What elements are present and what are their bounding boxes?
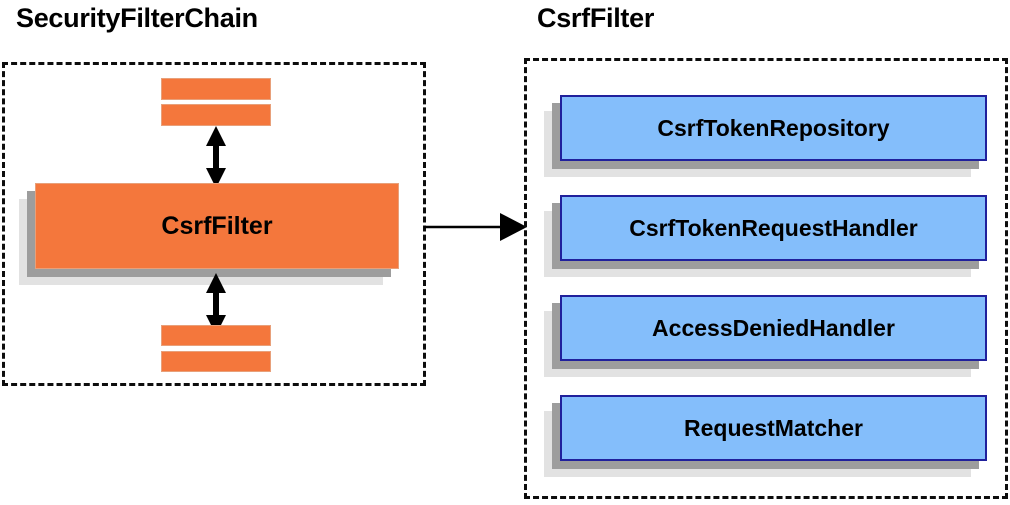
filter-bar-above-2 — [161, 104, 271, 126]
filter-bar-below-2 — [161, 351, 271, 372]
collaborator-label: CsrfTokenRequestHandler — [560, 195, 987, 261]
csrf-filter-box[interactable]: CsrfFilter — [19, 183, 399, 285]
csrf-filter-label: CsrfFilter — [35, 183, 399, 269]
collaborator-box-csrf-token-request-handler[interactable]: CsrfTokenRequestHandler — [544, 195, 987, 277]
collaborator-label: CsrfTokenRepository — [560, 95, 987, 161]
filter-bar-above-1 — [161, 78, 271, 100]
collaborator-label: AccessDeniedHandler — [560, 295, 987, 361]
collaborator-label: RequestMatcher — [560, 395, 987, 461]
security-filter-chain-container — [2, 62, 426, 386]
left-panel-title: SecurityFilterChain — [16, 3, 258, 33]
collaborator-box-access-denied-handler[interactable]: AccessDeniedHandler — [544, 295, 987, 377]
filter-bar-below-1 — [161, 325, 271, 346]
right-panel-title: CsrfFilter — [537, 3, 655, 33]
collaborator-box-request-matcher[interactable]: RequestMatcher — [544, 395, 987, 477]
csrf-filter-collaborators-container — [524, 58, 1008, 499]
collaborator-box-csrf-token-repository[interactable]: CsrfTokenRepository — [544, 95, 987, 177]
